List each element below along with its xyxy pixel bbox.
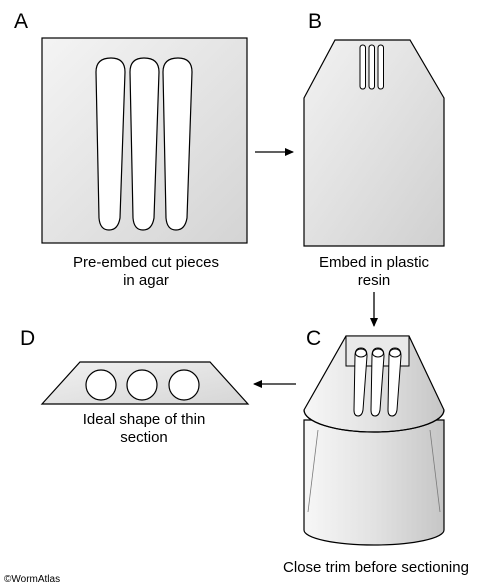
embedded-piece-1: [359, 44, 366, 90]
panel-c-letter: C: [306, 327, 321, 350]
specimen-piece-1: [95, 57, 126, 231]
specimen-piece-3: [162, 57, 193, 231]
cylinder-edge-left: [307, 429, 319, 513]
embedded-piece-3: [377, 44, 384, 90]
panel-a: A Pre-embed cut pieces in agar: [14, 10, 248, 289]
panel-c: C Close trim before sectioning: [283, 327, 469, 576]
embedded-piece-2: [368, 44, 375, 90]
credit-text: ©WormAtlas: [4, 574, 60, 585]
panel-c-caption: Close trim before sectioning: [283, 559, 469, 576]
trimmed-piece-3: [387, 347, 402, 417]
panel-a-letter: A: [14, 10, 28, 33]
piece-end-2: [372, 348, 384, 358]
panel-b-letter: B: [308, 10, 322, 33]
panel-d-caption-line2: section: [120, 429, 168, 446]
section-profile-1: [85, 369, 117, 401]
piece-end-1: [355, 348, 367, 358]
piece-end-3: [389, 348, 401, 358]
trimmed-block-cylinder: [303, 419, 445, 546]
panel-b-caption-line2: resin: [358, 272, 391, 289]
panel-b-caption-line1: Embed in plastic: [319, 254, 430, 271]
trimmed-block-rim: [303, 409, 445, 433]
trimmed-piece-1: [353, 347, 368, 417]
section-profile-2: [126, 369, 158, 401]
resin-block: [303, 39, 445, 247]
panel-d-caption-line1: Ideal shape of thin: [83, 411, 206, 428]
cylinder-edge-right: [429, 429, 441, 513]
panel-d: D Ideal shape of thin section: [20, 327, 250, 446]
trimmed-piece-2: [370, 347, 385, 417]
panel-d-letter: D: [20, 327, 35, 350]
specimen-piece-2: [129, 57, 160, 231]
section-profile-3: [168, 369, 200, 401]
panel-a-caption-line2: in agar: [123, 272, 169, 289]
panel-a-caption-line1: Pre-embed cut pieces: [73, 254, 219, 271]
panel-b: B Embed in plastic resin: [303, 10, 445, 289]
